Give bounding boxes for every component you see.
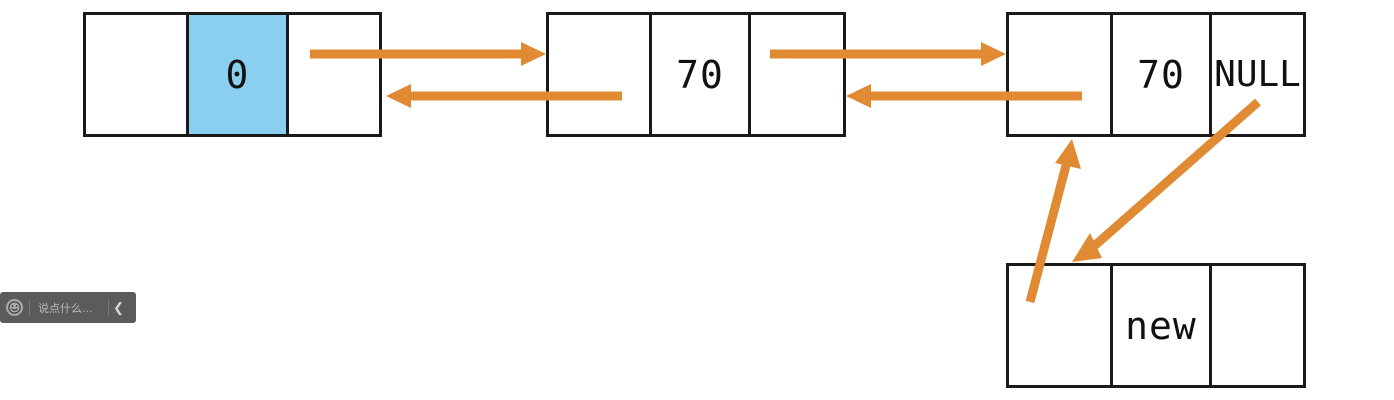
list-node-new: new xyxy=(1006,263,1306,388)
list-node-head: 0 xyxy=(83,12,382,137)
chevron-left-icon[interactable]: ❮ xyxy=(113,300,124,315)
comment-bar-divider-right xyxy=(108,299,110,316)
comment-bar-divider xyxy=(29,299,30,316)
node-third-prev-cell xyxy=(1009,15,1110,134)
node-second-next-cell xyxy=(748,15,843,134)
list-node-third: 70 NULL xyxy=(1006,12,1306,137)
smiley-icon[interactable] xyxy=(6,299,23,316)
node-head-prev-cell xyxy=(86,15,186,134)
node-second-value-cell: 70 xyxy=(649,15,748,134)
node-head-next-cell xyxy=(286,15,379,134)
node-new-prev-cell xyxy=(1009,266,1110,385)
node-second-prev-cell xyxy=(549,15,649,134)
node-third-value-cell: 70 xyxy=(1110,15,1209,134)
comment-bar[interactable]: 说点什么... ❮ xyxy=(0,292,136,323)
node-third-next-cell: NULL xyxy=(1209,15,1303,134)
node-new-next-cell xyxy=(1209,266,1303,385)
comment-input[interactable]: 说点什么... xyxy=(38,301,93,315)
node-head-value-cell: 0 xyxy=(186,15,286,134)
node-new-value-cell: new xyxy=(1110,266,1209,385)
list-node-second: 70 xyxy=(546,12,846,137)
